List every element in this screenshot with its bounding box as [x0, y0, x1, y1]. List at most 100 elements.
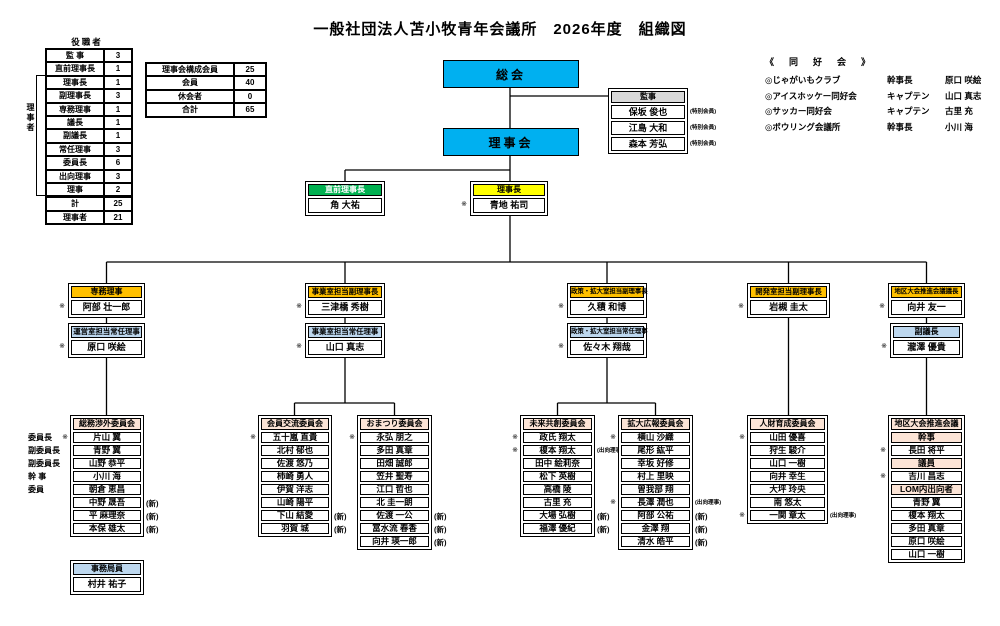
member-name: 山口 一樹 [750, 458, 825, 469]
officer-count: 1 [104, 75, 132, 90]
member-note: (出向理事) [830, 513, 857, 519]
committee-members: 政氏 翔太榎本 翔太田中 絵莉奈松下 英樹高橋 陵古里 充大場 弘樹福澤 優紀 [523, 432, 592, 534]
star-mark: ※ [879, 303, 885, 310]
committee-notes: (新)(新)(新) [434, 415, 447, 550]
membership-table: 理事会構成会員 25 会員 40 休会者 0 合計 65 [145, 62, 267, 118]
exec-operations-standing-director: ※ 運営室担当常任理事 原口 咲絵 [59, 323, 145, 358]
member-name: 笠井 聖寿 [360, 471, 429, 482]
clubs-list: ◎じゃがいもクラブ 幹事長 原口 咲絵 ◎アイスホッケー同好会 キャプテン 山口… [765, 73, 981, 135]
star-mark [62, 459, 68, 472]
member-name: 山崎 陽平 [261, 497, 329, 508]
exec-name: 青地 祐司 [473, 198, 545, 213]
officer-role: 副議長 [46, 129, 104, 143]
member-name: 榎本 翔太 [523, 445, 592, 456]
committee-festival: ※ おまつり委員会 永弘 朋之多田 真章田畑 誠郎笠井 聖寿江口 哲也北 圭一朗… [349, 415, 447, 550]
club-role: キャプテン [887, 90, 930, 101]
star-mark [349, 511, 355, 524]
role-label: 副委員長 [28, 446, 60, 455]
member-name: 金澤 翔 [621, 523, 690, 534]
star-mark [62, 498, 68, 511]
star-mark [250, 485, 256, 498]
officer-role: 理事者 [46, 210, 104, 225]
auditor-name: 保坂 俊也 [611, 105, 685, 119]
committee-marks: ※※ [739, 415, 745, 524]
star-mark [610, 459, 616, 472]
member-name: 北村 郁也 [261, 445, 329, 456]
committee-marks: ※ [250, 415, 256, 537]
table-row: 理事会構成会員 25 [146, 63, 266, 77]
membership-count: 40 [234, 76, 266, 90]
star-mark: ※ [296, 343, 302, 350]
role-label: 副委員長 [28, 459, 60, 468]
committee-members: 五十嵐 直貴北村 郁也佐渡 悠乃柿崎 勇人伊賀 洋志山崎 陽平下山 結愛羽賀 城 [261, 432, 329, 534]
member-name: 南 悠太 [750, 497, 825, 508]
star-mark [512, 459, 518, 472]
club-role: キャプテン [887, 106, 930, 116]
committee-hr-development: ※※ 人財育成委員会 山田 優喜狩生 駿介山口 一樹向井 幸生大坪 玲央南 悠太… [739, 415, 856, 524]
committee-members: 永弘 朋之多田 真章田畑 誠郎笠井 聖寿江口 哲也北 圭一朗佐渡 一公冨水流 春… [360, 432, 429, 547]
officer-count: 1 [104, 62, 132, 76]
exec-name: 角 大祐 [308, 198, 382, 213]
member-name: 平 麻理奈 [73, 510, 141, 521]
star-mark [880, 433, 886, 446]
exec-president: ※ 理事長 青地 祐司 [461, 181, 548, 216]
member-note: (新) [597, 525, 610, 534]
member-name: 中野 晟吾 [73, 497, 141, 508]
member-name: 本保 雄太 [73, 523, 141, 534]
star-mark: ※ [512, 434, 518, 441]
star-mark [349, 472, 355, 485]
member-note: (出向理事) [597, 448, 624, 454]
star-mark: ※ [610, 499, 616, 506]
exec-policy-standing-director: ※ 政策・拡大室担当常任理事 佐々木 翔哉 [558, 323, 648, 358]
member-name: 阿部 公祐 [621, 510, 690, 521]
star-mark [610, 537, 616, 550]
officers-table: 監 事 3 直前理事長 1 理事長 1 副理事長 3 専務理事 1 [45, 48, 133, 226]
star-mark [349, 446, 355, 459]
membership-count: 65 [234, 103, 266, 117]
club-role: 幹事長 [887, 75, 913, 85]
membership-count: 0 [234, 89, 266, 104]
star-mark: ※ [610, 434, 616, 441]
member-name: 榎本 翔太 [891, 510, 962, 521]
member-note: (新) [146, 525, 159, 534]
star-mark [250, 446, 256, 459]
star-mark [739, 446, 745, 459]
club-row: ◎サッカー同好会 キャプテン 古里 充 [765, 104, 981, 120]
exec-name: 向井 友一 [891, 300, 962, 315]
committee-expansion-pr: ※※ 拡大広報委員会 横山 沙織尾形 紘平幸坂 好修村上 里映曽我部 翔長澤 潤… [610, 415, 721, 550]
member-name: 田畑 誠郎 [360, 458, 429, 469]
secretariat-name: 村井 祐子 [73, 577, 141, 592]
star-mark [880, 498, 886, 511]
star-mark [62, 524, 68, 537]
star-mark [880, 459, 886, 472]
officer-role: 常任理事 [46, 142, 104, 157]
auditors-members: 保坂 俊也江島 大和森本 芳弘 [611, 105, 685, 151]
table-row: 理事 2 [46, 182, 132, 197]
officer-role: 理事 [46, 182, 104, 197]
member-name: 朝倉 恵昌 [73, 484, 141, 495]
officer-count: 3 [104, 142, 132, 157]
member-name: 清水 皓平 [621, 536, 690, 547]
member-name: 一関 章太 [750, 510, 825, 521]
table-row: 常任理事 3 [46, 142, 132, 157]
member-note: (特別会員) [690, 141, 717, 147]
club-row: ◎アイスホッケー同好会 キャプテン 山口 真志 [765, 89, 981, 105]
member-name: 吉川 昌志 [891, 471, 962, 482]
committee-title: 未来共創委員会 [523, 418, 592, 430]
member-name: 青野 翼 [73, 445, 141, 456]
page-title: 一般社団法人苫小牧青年会議所 2026年度 組織図 [313, 21, 687, 38]
secretariat-title: 事務局員 [73, 563, 141, 575]
officer-role: 理事長 [46, 75, 104, 90]
member-name: 下山 結愛 [261, 510, 329, 521]
role-label: 幹 事 [28, 472, 47, 481]
member-name: 幹事 [891, 432, 962, 443]
exec-name: 三津橋 秀樹 [308, 300, 382, 315]
table-row: 監 事 3 [46, 49, 132, 63]
star-mark [349, 498, 355, 511]
star-mark [739, 485, 745, 498]
table-row: 理事長 1 [46, 75, 132, 90]
club-leader-name: 古里 充 [945, 106, 973, 116]
member-name: 政氏 翔太 [523, 432, 592, 443]
auditor-name: 森本 芳弘 [611, 137, 685, 151]
table-row: 委員長 6 [46, 156, 132, 170]
